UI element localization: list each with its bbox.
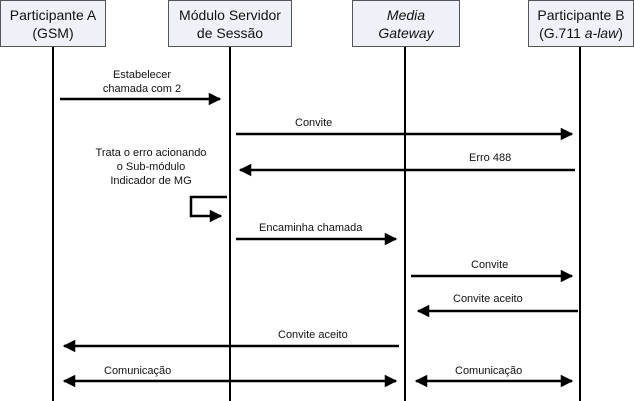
label-communication-gateway-b: Comunicação [455, 365, 522, 377]
label-error-488: Erro 488 [469, 152, 511, 164]
label-invite-accepted-b: Convite aceito [453, 293, 523, 305]
label-invite-server-to-b: Convite [295, 117, 332, 129]
note-handle-error-line3: Indicador de MG [80, 174, 222, 188]
note-handle-error-line1: Trata o erro acionando [80, 146, 222, 160]
label-communication-a-gateway: Comunicação [104, 365, 171, 377]
note-handle-error-line2: o Sub-módulo [80, 160, 222, 174]
label-invite-gateway-to-b: Convite [471, 259, 508, 271]
label-invite-accepted-a: Convite aceito [278, 329, 348, 341]
label-establish-call-line2: chamada com 2 [92, 82, 192, 96]
note-handle-error: Trata o erro acionando o Sub-módulo Indi… [80, 146, 222, 188]
label-establish-call-line1: Estabelecer [92, 68, 192, 82]
label-establish-call: Estabelecer chamada com 2 [92, 68, 192, 96]
label-forward-call: Encaminha chamada [259, 222, 362, 234]
arrow-self-handle-error [191, 197, 227, 216]
